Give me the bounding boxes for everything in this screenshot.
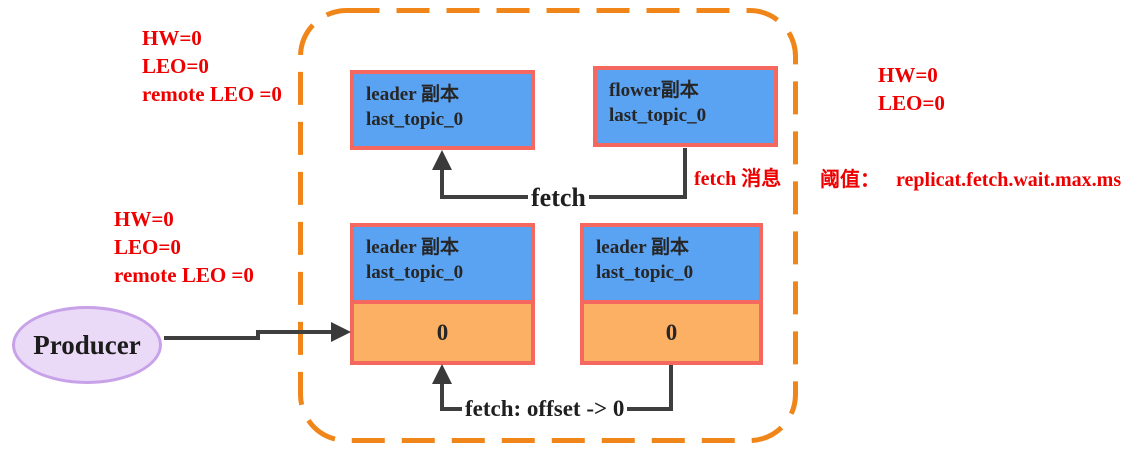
annotation-top-left: HW=0 LEO=0 remote LEO =0 bbox=[142, 24, 282, 108]
producer-node: Producer bbox=[12, 306, 162, 384]
annotation-line: remote LEO =0 bbox=[114, 263, 254, 287]
annotation-line: HW=0 bbox=[142, 26, 202, 50]
replica-header: leader 副本 last_topic_0 bbox=[584, 227, 759, 300]
annotation-line: LEO=0 bbox=[114, 235, 181, 259]
log-offset-cell: 0 bbox=[354, 300, 531, 361]
annotation-line: remote LEO =0 bbox=[142, 82, 282, 106]
threshold-annotation: 阈值： replicat.fetch.wait.max.ms bbox=[820, 167, 1121, 193]
replica-title: leader 副本 bbox=[366, 237, 460, 258]
threshold-value: replicat.fetch.wait.max.ms bbox=[896, 169, 1122, 191]
replica-topic: last_topic_0 bbox=[366, 109, 464, 130]
replica-title: leader 副本 bbox=[596, 237, 690, 258]
annotation-mid-left: HW=0 LEO=0 remote LEO =0 bbox=[114, 205, 254, 289]
annotation-line: HW=0 bbox=[878, 63, 938, 87]
replica-title: leader 副本 bbox=[366, 84, 460, 105]
fetch-message-annotation: fetch 消息 bbox=[694, 166, 781, 192]
replica-header: leader 副本 last_topic_0 bbox=[354, 227, 531, 300]
annotation-line: fetch 消息 bbox=[694, 168, 782, 190]
threshold-label: 阈值： bbox=[820, 169, 880, 191]
leader-replica-box-bottom-left: leader 副本 last_topic_0 0 bbox=[350, 223, 535, 365]
producer-arrow bbox=[164, 322, 351, 342]
follower-replica-box-top: flower副本 last_topic_0 bbox=[593, 66, 778, 147]
top-fetch-arrow-label: fetch bbox=[528, 183, 589, 213]
bottom-fetch-arrow-label: fetch: offset -> 0 bbox=[462, 396, 628, 422]
annotation-line: HW=0 bbox=[114, 207, 174, 231]
annotation-line: LEO=0 bbox=[878, 91, 945, 115]
replica-title: flower副本 bbox=[609, 80, 699, 101]
replica-topic: last_topic_0 bbox=[366, 262, 464, 283]
leader-replica-box-top: leader 副本 last_topic_0 bbox=[350, 70, 535, 150]
producer-label: Producer bbox=[33, 329, 141, 360]
log-offset-cell: 0 bbox=[584, 300, 759, 361]
replica-topic: last_topic_0 bbox=[609, 105, 707, 126]
annotation-top-right: HW=0 LEO=0 bbox=[878, 61, 945, 117]
replica-topic: last_topic_0 bbox=[596, 262, 694, 283]
annotation-line: LEO=0 bbox=[142, 54, 209, 78]
leader-replica-box-bottom-right: leader 副本 last_topic_0 0 bbox=[580, 223, 763, 365]
